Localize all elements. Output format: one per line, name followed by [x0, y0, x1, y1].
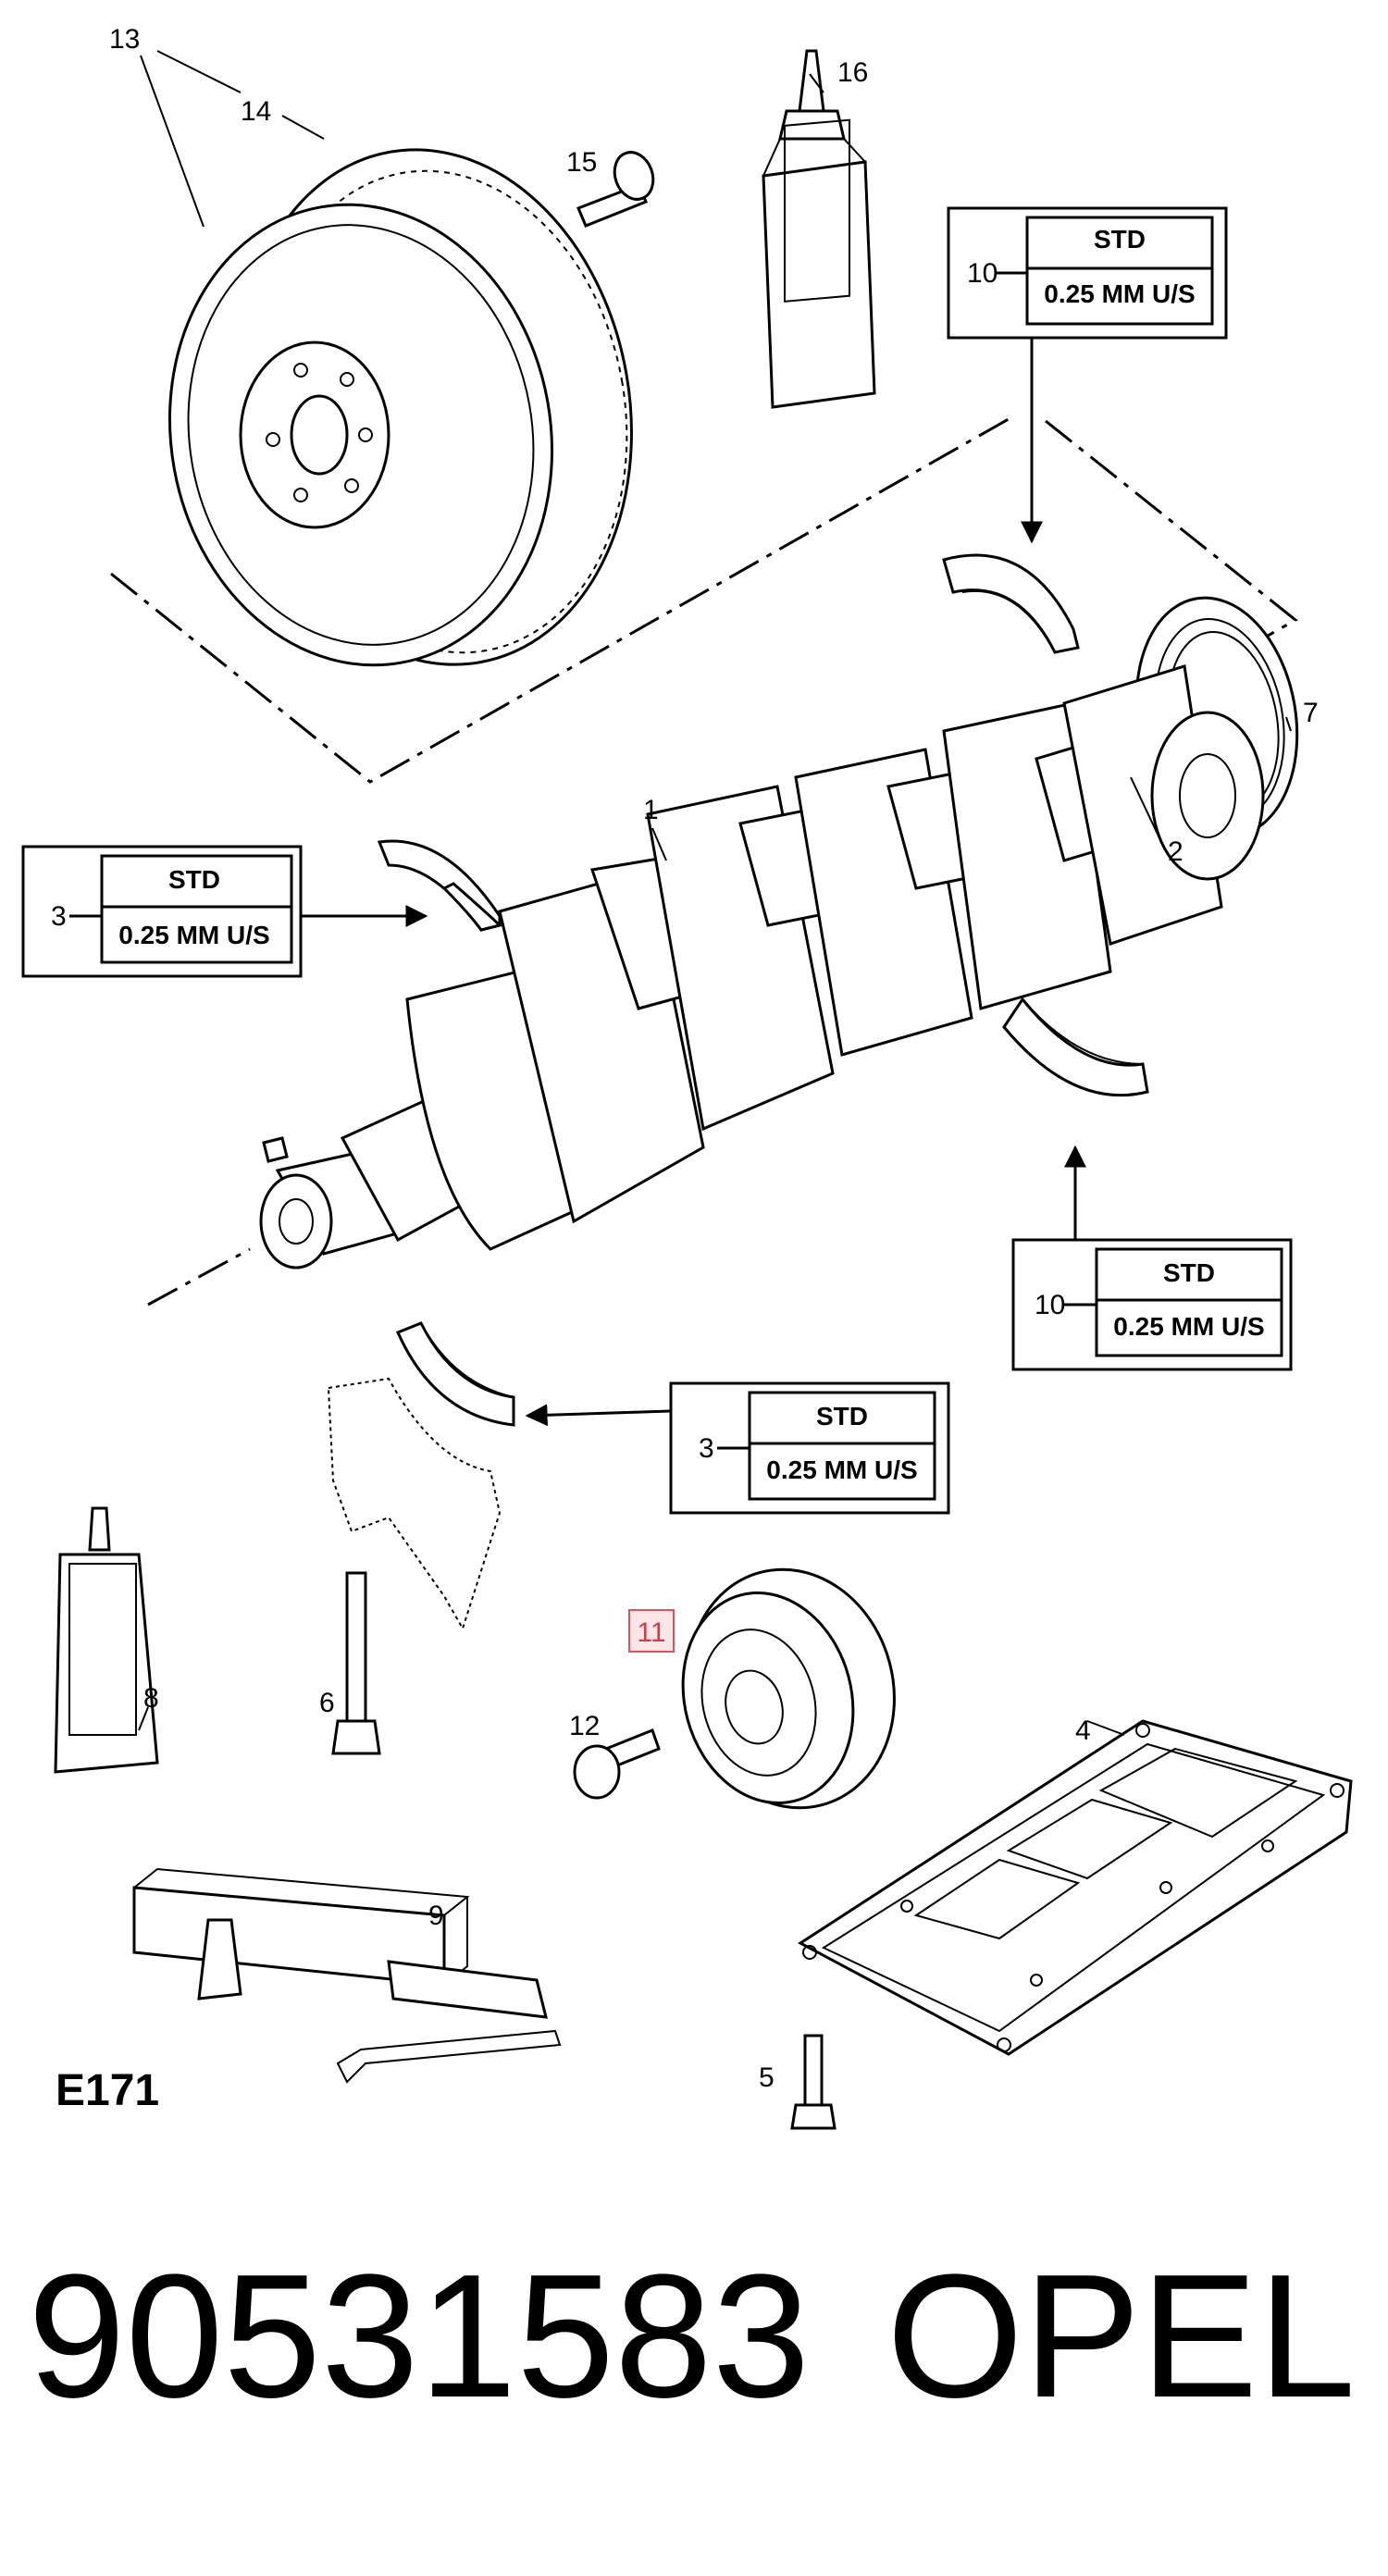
callout-11: 11 [637, 1617, 665, 1648]
crankshaft-pulley [681, 1567, 896, 1810]
callout-3-upper: 3 [51, 901, 67, 932]
callout-13: 13 [109, 24, 140, 55]
bearing-shell-lower-right [1002, 997, 1149, 1097]
flywheel [167, 148, 633, 667]
flywheel-bolt [576, 151, 655, 228]
ref-box-std: STD [816, 1402, 868, 1430]
ref-box-left-upper: STD 0.25 MM U/S 3 [21, 845, 428, 978]
callout-11-highlight: 11 [628, 1609, 675, 1653]
ref-box-top-right: STD 0.25 MM U/S 10 [947, 206, 1228, 544]
callout-10-top: 10 [967, 258, 998, 289]
main-bearing-cap [327, 1377, 502, 1631]
ref-box-undersize: 0.25 MM U/S [118, 921, 269, 949]
oil-pan-gasket [798, 1719, 1353, 2056]
ref-box-std: STD [1094, 225, 1146, 254]
bearing-shell-lower-left [395, 1321, 515, 1427]
sealant-bottle [762, 49, 876, 409]
bearing-shell-upper-right [942, 553, 1080, 654]
callout-16: 16 [837, 57, 868, 88]
callout-15: 15 [566, 147, 597, 178]
leader-lines [138, 50, 1292, 1736]
sealant-kit [132, 1867, 562, 2084]
callout-1: 1 [643, 795, 659, 825]
ref-box-center-lower: STD 0.25 MM U/S 3 [525, 1381, 950, 1515]
callout-4: 4 [1075, 1715, 1091, 1746]
callout-14: 14 [241, 96, 271, 127]
callout-7: 7 [1303, 698, 1319, 728]
gasket-bolt [790, 2034, 837, 2130]
brand-name: OPEL [886, 2238, 1356, 2434]
ref-box-right-lower: STD 0.25 MM U/S 10 [1011, 1145, 1293, 1371]
ref-box-undersize: 0.25 MM U/S [1113, 1312, 1264, 1341]
callout-9: 9 [428, 1901, 444, 1931]
callout-8: 8 [143, 1683, 159, 1714]
ref-box-undersize: 0.25 MM U/S [766, 1455, 917, 1484]
part-number: 90531583 [28, 2238, 810, 2434]
flywheel-bolt-holes [266, 363, 373, 502]
callout-3-lower: 3 [699, 1433, 714, 1464]
ref-box-std: STD [168, 865, 220, 894]
pulley-bolt [573, 1728, 661, 1800]
callout-6: 6 [319, 1688, 335, 1718]
callout-10-lower: 10 [1035, 1290, 1065, 1320]
assembly-outline-top [110, 415, 1298, 1307]
sealant-tube [54, 1506, 159, 1774]
crankshaft [259, 664, 1265, 1269]
callout-2: 2 [1168, 836, 1184, 867]
callouts: 13 14 15 16 7 2 1 4 5 6 8 9 12 11 [109, 24, 1319, 2093]
ref-box-undersize: 0.25 MM U/S [1044, 279, 1195, 308]
cap-bolt [331, 1571, 381, 1755]
diagram-code: E171 [56, 2066, 159, 2115]
bearing-shell-upper-left [377, 839, 502, 932]
ref-box-std: STD [1163, 1258, 1215, 1287]
gasket-bolt-holes [802, 1723, 1345, 2052]
callout-12: 12 [569, 1711, 600, 1741]
callout-5: 5 [759, 2062, 775, 2093]
highlight-box [628, 1609, 675, 1653]
